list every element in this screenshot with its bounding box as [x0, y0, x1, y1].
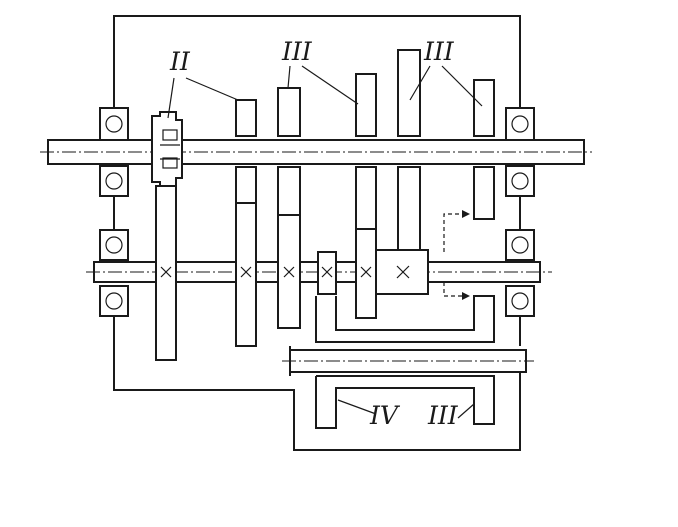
gear-fixing-mark	[160, 265, 410, 279]
bearing	[505, 107, 535, 141]
bearing	[505, 285, 535, 317]
upper-gear	[473, 166, 495, 220]
shift-arrow	[443, 210, 470, 300]
clutch	[151, 111, 183, 187]
upper-gear	[355, 73, 377, 137]
label-iv: IV	[369, 401, 401, 430]
bearing	[99, 229, 129, 261]
housing-left-wall	[113, 314, 521, 451]
bearing	[99, 285, 129, 317]
upper-gear	[235, 99, 257, 137]
upper-gear	[397, 166, 421, 252]
bearing	[505, 165, 535, 197]
label-ii: II	[169, 47, 191, 76]
upper-gear	[355, 166, 377, 230]
shift-sleeve	[315, 295, 495, 343]
bearing	[99, 165, 129, 197]
label-iii: III	[281, 37, 313, 66]
bearing	[505, 229, 535, 261]
label-iii: III	[423, 37, 455, 66]
upper-gear	[473, 79, 495, 137]
upper-gear	[235, 166, 257, 204]
bearing	[99, 107, 129, 141]
middle-gear	[155, 185, 177, 361]
housing-outline	[113, 15, 521, 108]
middle-gear	[355, 228, 377, 319]
middle-gear	[317, 251, 337, 295]
middle-gear	[375, 249, 429, 295]
upper-gear	[397, 49, 421, 137]
lower-gear	[315, 375, 495, 429]
upper-gear	[277, 87, 301, 137]
upper-gear	[277, 166, 301, 216]
middle-gear	[235, 202, 257, 347]
leader-lines	[167, 65, 483, 419]
label-iii: III	[427, 401, 459, 430]
